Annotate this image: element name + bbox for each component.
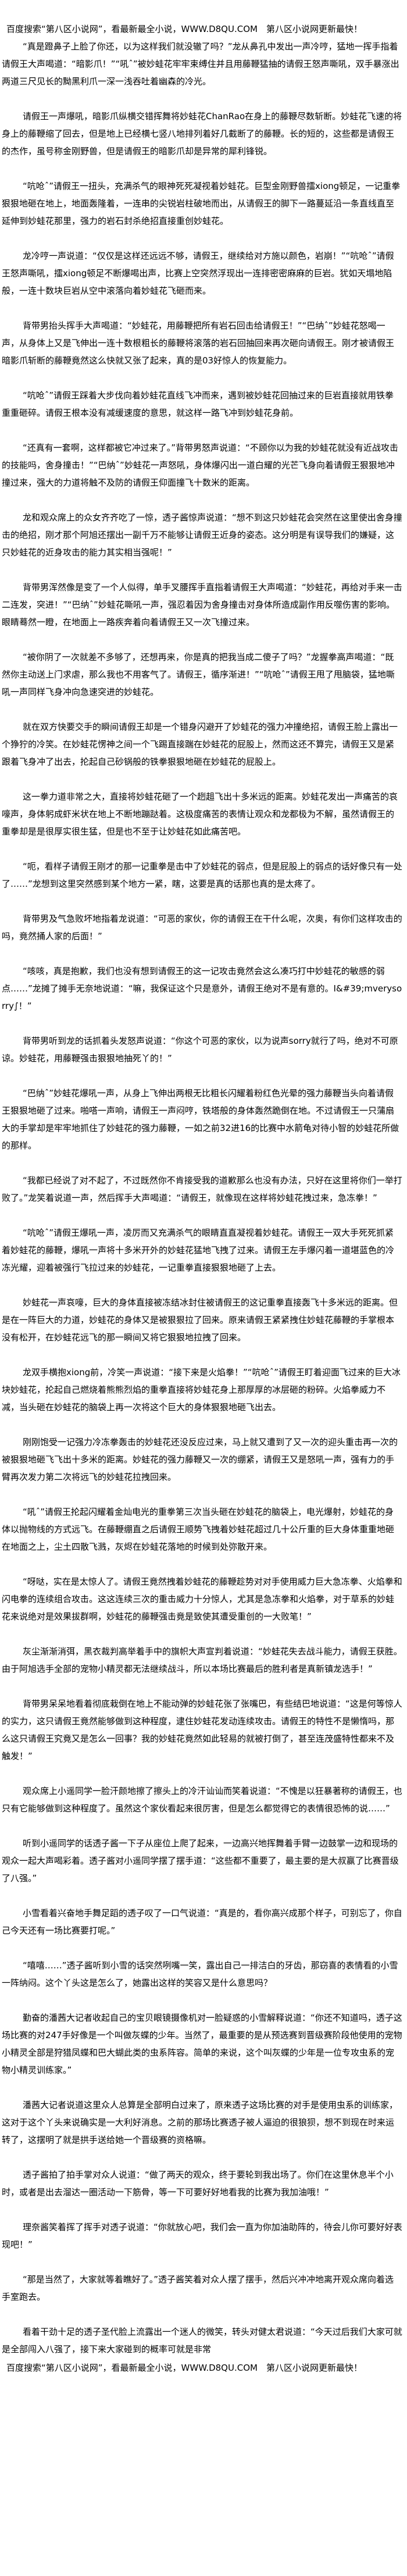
story-paragraph: “那是当然了，大家就等着瞧好了。”透子酱笑着对众人摆了摆手，然后兴冲冲地离开观众… [2, 2274, 394, 2302]
story-paragraph: 背带男及气急败坏地指着龙说道：“可恶的家伙，你的请假王在干什么呢，次奥，有你们这… [2, 914, 402, 941]
story-paragraph: “嘻嘻……”透子酱听到小雪的话突然咧嘴一笑，露出自己一排洁白的牙齿，那窃喜的表情… [2, 1960, 398, 1988]
story-paragraph: “吭呛ˆ”请假王一扭头，充满杀气的眼神死死凝视着妙蛙花。巨型金刚野兽擂xiong… [2, 181, 401, 226]
story-paragraph: “我都已经说了对不起了，不过既然你不肯接受我的道歉那么也没有办法，只好在这里将你… [2, 1175, 402, 1203]
story-paragraph: 请假王一声爆吼，暗影爪纵横交错挥舞将妙蛙花ChanRao在身上的藤鞭尽数斩断。妙… [2, 111, 402, 156]
story-paragraph: “咳咳，真是抱歉，我们也没有想到请假王的这一记攻击竟然会这么凑巧打中妙蛙花的敏感… [2, 966, 402, 1011]
story-paragraph: “真是蹬鼻子上脸了你还，以为这样我们就没辙了吗？”龙从鼻孔中发出一声冷哼，猛地一… [2, 41, 399, 87]
story-paragraph: “被你阴了一次就差不多够了，还想再来，你是真的把我当成二傻子了吗？”龙握拳高声喝… [2, 652, 395, 697]
story-paragraph: 背带男听到龙的话抓着头发怒声说道：“你这个可恶的家伙，以为说声sorry就行了吗… [2, 1036, 398, 1064]
story-paragraph: “呀哒，实在是太惊人了。请假王竟然拽着妙蛙花的藤鞭趁势对对手使用威力巨大急冻拳、… [2, 1576, 402, 1622]
story-paragraph: “还真有一套啊，这样都被它冲过来了。”背带男怒声说道：“不顾你以为我的妙蛙花就没… [2, 443, 398, 488]
story-paragraph: 背带男浑然像是变了一个人似得，单手叉腰挥手直指着请假王大声喝道：“妙蛙花，再给对… [2, 582, 402, 627]
chapter-body: “真是蹬鼻子上脸了你还，以为这样我们就没辙了吗？”龙从鼻孔中发出一声冷哼，猛地一… [2, 38, 402, 2358]
story-paragraph: “吭呛ˆ”请假王踩着大步伐向着妙蛙花直线飞冲而来，遇到被妙蛙花回抽过来的巨岩直接… [2, 390, 394, 418]
chapter-page: 百度搜索“第八区小说网”，看最新最全小说，WWW.D8QU.COM 第八区小说网… [2, 24, 402, 2373]
story-paragraph: 小雪看着兴奋地手舞足蹈的透子叹了一口气说道：“真是的，看你高兴成那个样子，可别忘… [2, 1908, 402, 1936]
story-paragraph: “吼ˆ”请假王抡起闪耀着金灿电光的重拳第三次当头砸在妙蛙花的脑袋上，电光爆射，妙… [2, 1507, 395, 1552]
story-paragraph: 听到小遥同学的话透子酱一下子从座位上爬了起来，一边高兴地挥舞着手臂一边鼓掌一边和… [2, 1838, 399, 1883]
story-paragraph: 这一拳力道非常之大，直接将妙蛙花砸了一个趔趄飞出十多米远的距离。妙蛙花发出一声痛… [2, 791, 398, 837]
story-paragraph: “巴纳ˆ”妙蛙花爆吼一声，从身上飞伸出两根无比粗长闪耀着粉红色光晕的强力藤鞭当头… [2, 1088, 399, 1151]
story-paragraph: 理奈酱笑着挥了挥手对透子说道：“你就放心吧，我们会一直为你加油助阵的，待会儿你可… [2, 2222, 402, 2250]
story-paragraph: “吭呛ˆ”请假王爆吼一声，凌厉而又充满杀气的眼睛直直凝视着妙蛙花。请假王一双大手… [2, 1228, 395, 1273]
story-paragraph: 龙冷哼一声说道：“仅仅是这样还远远不够，请假王，继续给对方施以颜色，岩崩！”“吭… [2, 251, 394, 296]
story-paragraph: 看着干劲十足的透子圣代脸上流露出一个迷人的微笑，转头对健太君说道：“今天过后我们… [2, 2327, 402, 2354]
story-paragraph: 观众席上小遥同学一脸汗颜地擦了擦头上的冷汗讪讪而笑着说道：“不愧是以狂暴著称的请… [2, 1786, 402, 1814]
story-paragraph: 就在双方快要交手的瞬间请假王却是一个错身闪避开了妙蛙花的强力冲撞绝招，请假王脸上… [2, 722, 398, 767]
story-paragraph: 背带男呆呆地看着彻底栽倒在地上不能动弹的妙蛙花张了张嘴巴，有些结巴地说道：“这是… [2, 1699, 402, 1761]
story-paragraph: 背带男抬头挥手大声喝道：“妙蛙花，用藤鞭把所有岩石回击给请假王！”“巴纳ˆ”妙蛙… [2, 320, 395, 366]
story-paragraph: 妙蛙花一声哀嚎，巨大的身体直接被冻结冰封住被请假王的这记重拳直接轰飞十多米远的距… [2, 1297, 398, 1343]
story-paragraph: 透子酱拍了拍手掌对众人说道：“做了两天的观众，终于要轮到我出场了。你们在这里休息… [2, 2170, 394, 2197]
story-paragraph: “呃，看样子请假王刚才的那一记重拳是击中了妙蛙花的弱点，但是屁股上的弱点的话好像… [2, 861, 402, 889]
site-banner-bottom: 百度搜索“第八区小说网”，看最新最全小说，WWW.D8QU.COM 第八区小说网… [6, 2363, 362, 2373]
story-paragraph: 潘茜大记者说道这里众人总算是全部明白过来了，原来透子这场比赛的对手是使用虫系的训… [2, 2100, 398, 2145]
story-paragraph: 勤奋的潘茜大记者收起自己的宝贝眼镜摄像机对一脸疑惑的小雪解释说道：“你还不知道吗… [2, 2013, 402, 2075]
story-paragraph: 龙双手横抱xiong前，冷笑一声说道：“接下来是火焰拳！”“吭呛ˆ”请假王盯着迎… [2, 1367, 401, 1412]
site-banner-top: 百度搜索“第八区小说网”，看最新最全小说，WWW.D8QU.COM 第八区小说网… [6, 24, 362, 34]
story-paragraph: 龙和观众席上的众女齐齐吃了一惊，透子酱惊声说道：“想不到这只妙蛙花会突然在这里使… [2, 512, 402, 558]
story-paragraph: 灰尘渐渐消弭，黑衣裁判高举着手中的旗帜大声宣判着说道：“妙蛙花失去战斗能力，请假… [2, 1646, 402, 1674]
story-paragraph: 刚刚饱受一记强力冷冻拳轰击的妙蛙花还没反应过来，马上就又遭到了又一次的迎头重击再… [2, 1437, 398, 1482]
